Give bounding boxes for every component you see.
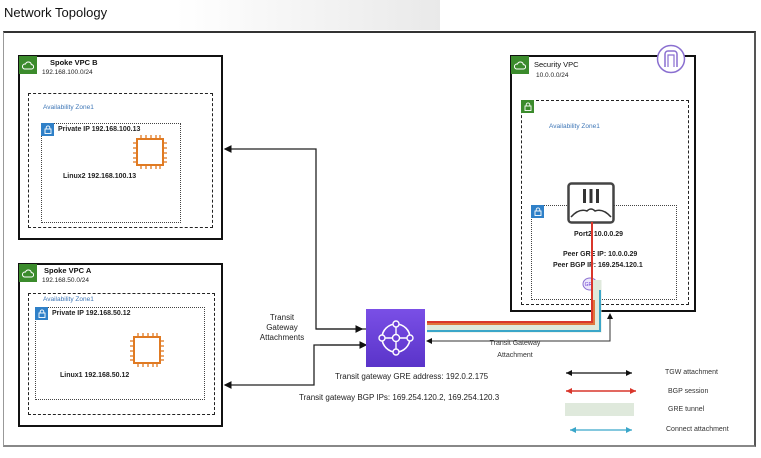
label-line: Gateway: [266, 323, 298, 332]
gateway-endpoint-icon: [656, 44, 686, 79]
instance-label: Linux2 192.168.100.13: [63, 173, 137, 180]
title-shade: [0, 0, 440, 30]
bgp-session-line: [427, 222, 593, 323]
private-subnet: Private IP 192.168.100.13 Linux2 192.168…: [41, 123, 181, 223]
ec2-instance-icon: [128, 333, 166, 372]
legend-bgp-session-symbol: [566, 388, 636, 394]
label-line: Transit Gateway: [489, 340, 541, 347]
private-subnet: Private IP 192.168.50.12 Linux1 192.168.…: [35, 307, 205, 400]
ec2-instance-icon: [131, 135, 169, 174]
tgw-attachment-security: [426, 338, 611, 344]
vpc-name: Security VPC: [534, 60, 579, 69]
vpc-name: Spoke VPC A: [44, 266, 92, 275]
legend-label: GRE tunnel: [668, 406, 705, 413]
vpc-cidr: 10.0.0.0/24: [536, 72, 569, 79]
port-label: Port2 10.0.0.29: [574, 231, 624, 238]
private-ip-label: Private IP 192.168.100.13: [58, 126, 141, 133]
tgw-bgp-ips: Transit gateway BGP IPs: 169.254.120.2, …: [299, 393, 500, 402]
vpc-cloud-icon: [19, 264, 37, 282]
instance-label: Linux1 192.168.50.12: [60, 372, 130, 379]
lock-icon: [41, 123, 54, 136]
vpc-cidr: 192.168.50.0/24: [42, 277, 89, 284]
vpc-cidr: 192.168.100.0/24: [42, 69, 93, 76]
page-title: Network Topology: [4, 5, 108, 20]
label-line: Transit: [269, 313, 295, 322]
availability-zone: Availability Zone1 Port2 10.0.0.29 Peer …: [521, 100, 689, 305]
availability-zone: Availability Zone1 Private IP 192.168.50…: [28, 293, 215, 415]
private-ip-label: Private IP 192.168.50.12: [52, 310, 131, 317]
tgw-gre-address: Transit gateway GRE address: 192.0.2.175: [335, 372, 489, 381]
az-label: Availability Zone1: [549, 123, 600, 130]
availability-zone: Availability Zone1 Private IP 192.168.10…: [28, 93, 213, 228]
lock-icon: [531, 205, 544, 218]
connect-attachment-line: [427, 290, 601, 332]
label-line: Attachment: [497, 352, 533, 359]
peer-gre-ip: Peer GRE IP: 10.0.0.29: [563, 251, 638, 258]
tgw-attachments-label: Transit Gateway Attachments: [252, 313, 312, 343]
legend-connect-attachment-symbol: [570, 427, 632, 433]
spoke-vpc-a: Spoke VPC A 192.168.50.0/24 Availability…: [18, 263, 223, 427]
legend-label: Connect attachment: [666, 426, 729, 433]
legend-label: TGW attachment: [665, 369, 718, 376]
security-attachment-label: Transit Gateway Attachment: [460, 338, 570, 362]
gre-tunnel-line: [427, 300, 595, 325]
vpc-cloud-icon: [511, 56, 529, 74]
label-line: Attachments: [259, 333, 305, 342]
az-icon: [521, 100, 534, 113]
lock-icon: [35, 307, 48, 320]
vpc-cloud-icon: [19, 56, 37, 74]
svg-text:GRE: GRE: [585, 282, 597, 288]
peer-bgp-ip: Peer BGP IP: 169.254.120.1: [553, 262, 643, 269]
spoke-vpc-b: Spoke VPC B 192.168.100.0/24 Availabilit…: [18, 55, 223, 240]
vpc-name: Spoke VPC B: [50, 58, 98, 67]
gre-tunnel: [427, 280, 602, 333]
legend-label: BGP session: [668, 388, 709, 395]
legend-gre-tunnel-symbol: [565, 403, 634, 416]
az-label: Availability Zone1: [43, 104, 94, 111]
private-subnet: Port2 10.0.0.29 Peer GRE IP: 10.0.0.29 P…: [531, 205, 677, 300]
az-label: Availability Zone1: [43, 296, 94, 303]
legend-tgw-attachment-symbol: [566, 370, 632, 376]
transit-gateway-icon: [366, 309, 425, 367]
